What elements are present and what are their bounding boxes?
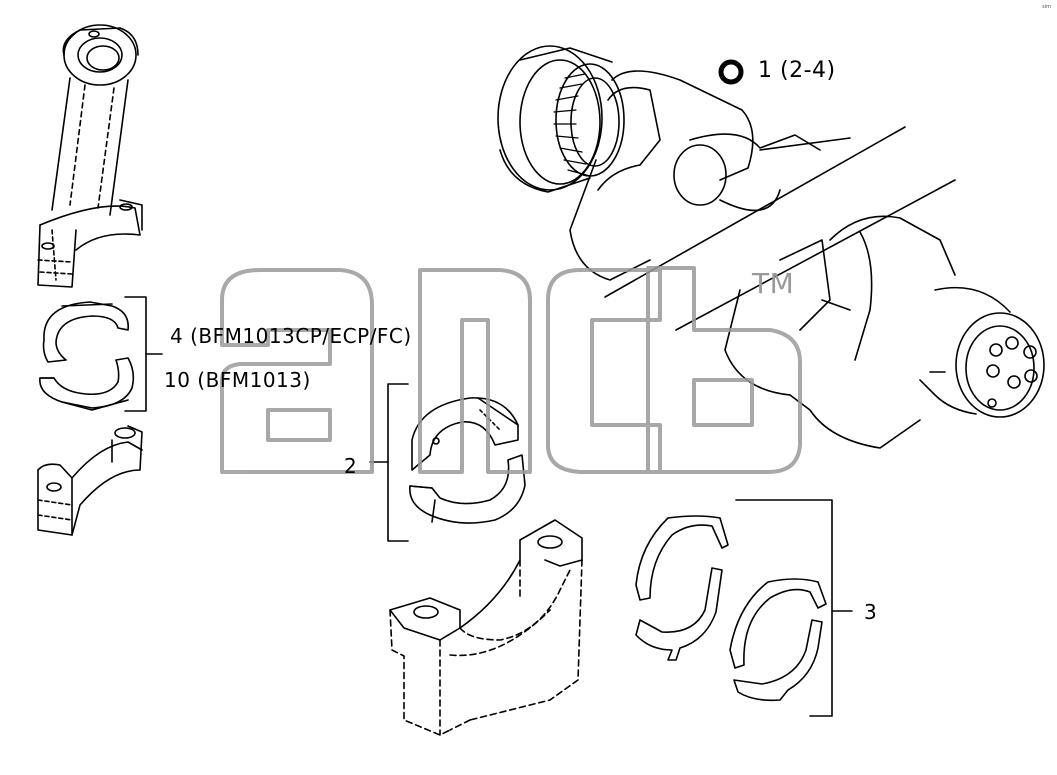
o-ring-icon	[718, 59, 744, 85]
rod-bearing-shells	[39, 301, 135, 411]
main-bearing-shell	[409, 397, 526, 524]
thrust-washers	[635, 515, 827, 702]
callout-item-10: 10 (BFM1013)	[164, 368, 311, 392]
rod-cap	[37, 425, 143, 536]
watermark-logo	[220, 266, 802, 474]
callout-item-3: 3	[864, 600, 878, 624]
bracket-main-bearings	[387, 383, 409, 542]
crankshaft	[497, 45, 1045, 449]
callout-item-2: 2	[344, 454, 358, 478]
connecting-rod	[37, 24, 143, 288]
corner-mark: sim	[1042, 4, 1051, 10]
callout-item-4: 4 (BFM1013CP/ECP/FC)	[170, 324, 412, 348]
main-bearing-cap	[389, 519, 583, 736]
callout-item-1: 1 (2-4)	[758, 58, 836, 83]
watermark-trademark: TM	[752, 267, 795, 300]
bracket-thrust-washers	[735, 499, 833, 717]
